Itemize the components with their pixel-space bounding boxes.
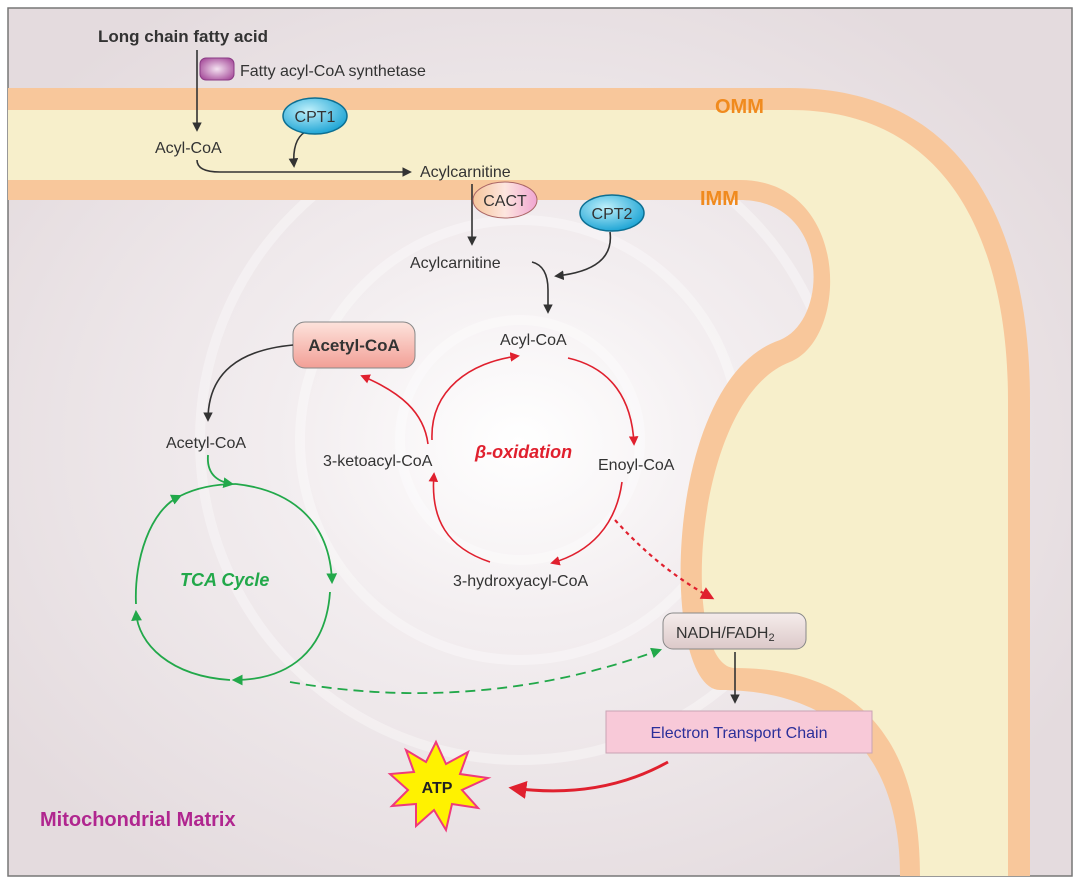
beta-arrow-acyl-to-enoyl <box>567 357 639 446</box>
electron-transport-chain-box <box>605 710 873 754</box>
enoyl-coa-label: Enoyl-CoA <box>598 457 675 474</box>
fatty-acyl-coa-synthetase-label: Fatty acyl-CoA synthetase <box>240 63 426 80</box>
fatty-acyl-coa-synthetase-icon <box>199 57 235 81</box>
acylcarnitine-outer-label: Acylcarnitine <box>420 164 511 181</box>
acyl-coa-outer-label: Acyl-CoA <box>155 140 222 157</box>
atp-label: ATP <box>422 780 453 797</box>
acyl-coa-to-acylcarnitine-arrow <box>196 159 412 177</box>
acetyl-coa-box-label: Acetyl-CoA <box>308 336 400 355</box>
acetyl-to-tca-arrow <box>207 454 235 489</box>
ketoacyl-coa-label: 3-ketoacyl-CoA <box>323 453 433 470</box>
beta-arrow-enoyl-to-hydroxyacyl <box>550 481 623 566</box>
acylcarnitine-inner-label: Acylcarnitine <box>410 255 501 272</box>
electron-transport-chain-label: Electron Transport Chain <box>651 725 828 742</box>
tca-cycle-label: TCA Cycle <box>180 570 269 590</box>
beta-arrow-hydroxyacyl-to-ketoacyl <box>428 472 491 563</box>
cpt1-label: CPT1 <box>295 109 336 126</box>
beta-oxidation-label: β-oxidation <box>474 442 572 462</box>
nadh-text: NADH/FADH <box>676 625 768 642</box>
mitochondrial-matrix-label: Mitochondrial Matrix <box>40 809 236 831</box>
nadh-fadh2-box <box>662 612 807 650</box>
etc-to-atp-arrow <box>508 760 669 799</box>
acetyl-coa-box-arrow <box>203 344 294 422</box>
hydroxyacyl-coa-label: 3-hydroxyacyl-CoA <box>453 573 588 590</box>
cact-icon <box>472 181 538 219</box>
cpt1-arrow <box>288 131 306 168</box>
tca-arrow-join <box>179 483 237 497</box>
long-chain-fatty-acid-label: Long chain fatty acid <box>98 27 268 46</box>
cpt2-icon <box>579 194 645 232</box>
acetyl-coa-label: Acetyl-CoA <box>166 435 246 452</box>
cpt2-arrow <box>554 231 612 280</box>
mitochondrial-membranes <box>8 88 1030 876</box>
acylcarnitine-to-acyl-coa-arrow <box>531 261 553 314</box>
tca-arrow-bottom <box>231 591 331 686</box>
tca-arrow-right <box>235 483 338 585</box>
acyl-coa-inner-label: Acyl-CoA <box>500 332 567 349</box>
omm-label: OMM <box>715 96 764 118</box>
intermembrane-space <box>8 110 1008 876</box>
beta-arrow-ketoacyl-to-acyl <box>431 352 520 441</box>
imm-label: IMM <box>700 188 739 210</box>
tca-to-nadh-dashed-arrow <box>289 647 663 694</box>
nadh-subscript: 2 <box>768 632 774 644</box>
tca-arrow-left <box>131 609 231 681</box>
tca-arrow-top <box>134 494 182 605</box>
cpt2-label: CPT2 <box>592 206 633 223</box>
cact-label: CACT <box>483 193 527 210</box>
cpt1-icon <box>282 97 348 135</box>
atp-star-icon <box>387 739 492 833</box>
membrane-band <box>8 88 1030 876</box>
nadh-fadh2-label: NADH/FADH2 <box>676 625 775 644</box>
enoyl-to-nadh-dashed-arrow <box>614 519 715 600</box>
beta-arrow-to-acetyl-coa <box>360 374 429 445</box>
